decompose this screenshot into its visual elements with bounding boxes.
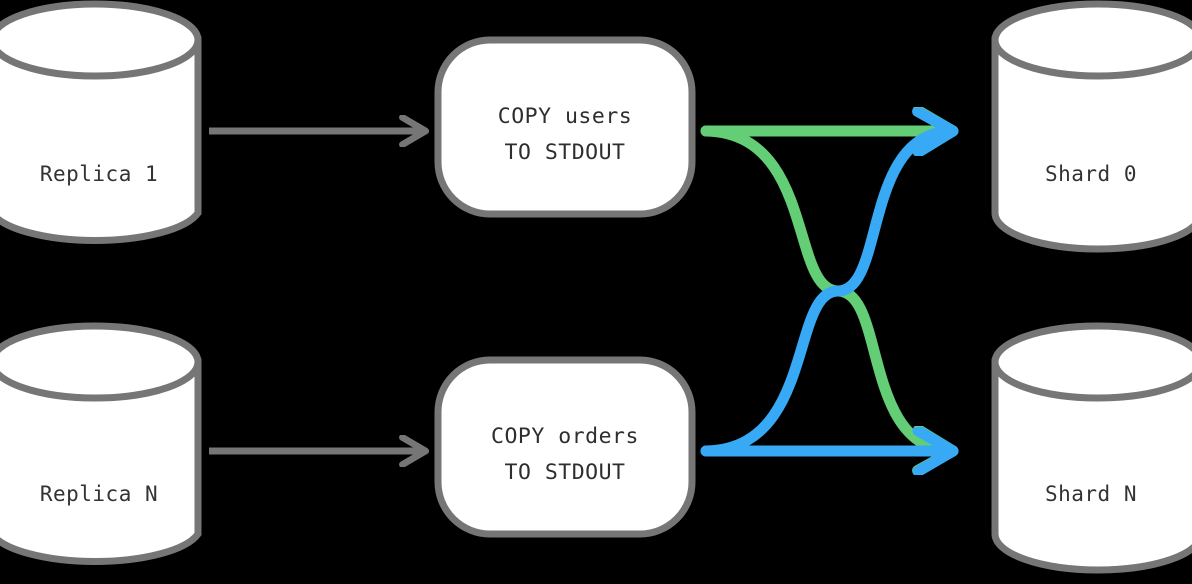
process-label-line-2: TO STDOUT: [505, 140, 626, 165]
node-shard-n[interactable]: Shard N: [991, 322, 1192, 574]
cylinder-top: [991, 322, 1192, 402]
node-label-shard-0: Shard 0: [1045, 162, 1137, 186]
process-label-line-2: TO STDOUT: [505, 460, 626, 485]
cylinder-body: [0, 36, 202, 244]
process-label-line-1: COPY orders: [491, 424, 639, 449]
process-box: [434, 36, 696, 218]
node-copy-orders[interactable]: COPY orders TO STDOUT: [434, 356, 696, 538]
node-copy-users[interactable]: COPY users TO STDOUT: [434, 36, 696, 218]
node-label-replica-1: Replica 1: [40, 162, 158, 186]
process-label-line-1: COPY users: [498, 104, 632, 129]
cylinder-top: [0, 0, 202, 80]
node-label-replica-n: Replica N: [40, 482, 158, 506]
node-replica-1[interactable]: Replica 1: [0, 0, 202, 244]
node-label-shard-n: Shard N: [1045, 482, 1137, 506]
cylinder-body: [991, 358, 1192, 574]
cylinder-body: [0, 358, 202, 565]
cylinder-top: [0, 322, 202, 402]
node-shard-0[interactable]: Shard 0: [991, 0, 1192, 253]
node-replica-n[interactable]: Replica N: [0, 322, 202, 565]
cylinder-body: [991, 36, 1192, 253]
process-box: [434, 356, 696, 538]
connector-orders-to-shard-0: [700, 131, 952, 457]
cylinder-top: [991, 0, 1192, 80]
